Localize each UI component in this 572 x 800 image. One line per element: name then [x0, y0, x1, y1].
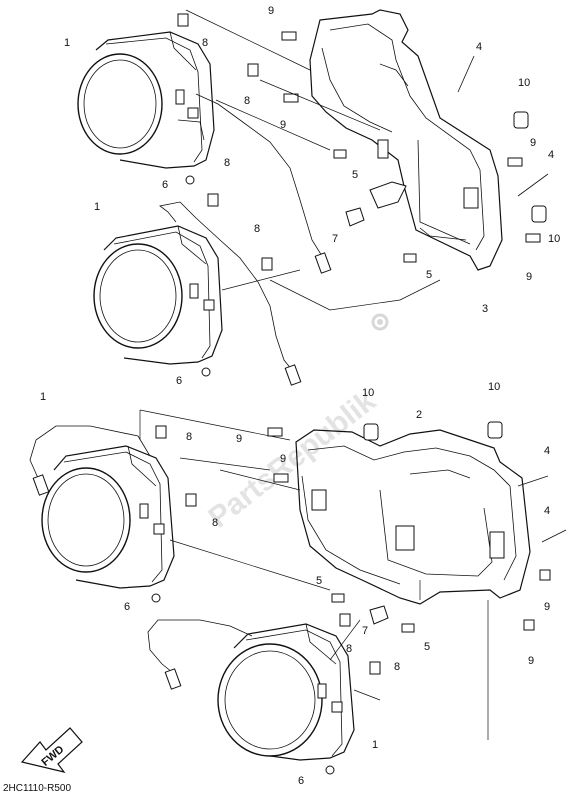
lower-headlight-bracket	[295, 429, 531, 605]
headlight-unit-lower-right	[217, 623, 355, 761]
callout-6: 6	[176, 375, 182, 387]
callout-9: 9	[544, 601, 550, 613]
callout-9: 9	[268, 5, 274, 17]
spring-icons	[331, 149, 417, 633]
watermark-gear-icon	[371, 313, 389, 331]
washer-icons	[151, 175, 335, 775]
callout-9: 9	[530, 137, 536, 149]
callout-10: 10	[548, 233, 560, 245]
callout-1: 1	[94, 201, 100, 213]
headlight-unit-upper-left	[77, 31, 215, 169]
callout-8: 8	[202, 37, 208, 49]
callout-10: 10	[362, 387, 374, 399]
callout-5: 5	[316, 575, 322, 587]
callout-7: 7	[362, 625, 368, 637]
callout-2: 2	[416, 409, 422, 421]
upper-headlight-bracket	[309, 9, 503, 271]
wire-connector	[164, 668, 182, 690]
callout-7: 7	[332, 233, 338, 245]
bolt-icons	[267, 31, 567, 631]
headlight-unit-lower-left	[41, 445, 175, 589]
callout-5: 5	[352, 169, 358, 181]
callout-8: 8	[212, 517, 218, 529]
clamp-icons	[345, 207, 389, 625]
callout-8: 8	[186, 431, 192, 443]
headlight-wire-upper-right	[159, 201, 293, 371]
callout-1: 1	[372, 739, 378, 751]
callout-9: 9	[280, 453, 286, 465]
headlight-wire-lower-right	[147, 619, 253, 673]
callout-9: 9	[280, 119, 286, 131]
wire-connector	[284, 364, 302, 386]
callout-6: 6	[162, 179, 168, 191]
grommet-icons	[363, 111, 547, 441]
callout-labels: 1 8 9 4 10 8 9 5 9 4 6 8 1 7 8 10 5 9 3 …	[40, 5, 560, 787]
callout-6: 6	[298, 775, 304, 787]
reference-lines	[139, 9, 489, 740]
callout-4: 4	[544, 445, 550, 457]
clip-nut-icons	[155, 13, 381, 675]
headlight-wire-upper-left	[195, 93, 323, 257]
callout-8: 8	[224, 157, 230, 169]
diagram-code: 2HC1110-R500	[3, 783, 72, 794]
callout-8: 8	[244, 95, 250, 107]
callout-9: 9	[528, 655, 534, 667]
callout-9: 9	[526, 271, 532, 283]
callout-4: 4	[476, 41, 482, 53]
fwd-arrow-icon: FWD	[20, 727, 83, 773]
wire-connector	[314, 252, 332, 274]
callout-5: 5	[424, 641, 430, 653]
callout-5: 5	[426, 269, 432, 281]
callout-10: 10	[488, 381, 500, 393]
callout-1: 1	[40, 391, 46, 403]
callout-6: 6	[124, 601, 130, 613]
watermark-text: PartsRepublik	[203, 384, 383, 534]
headlight-wire-lower-left	[29, 425, 151, 479]
callout-8: 8	[394, 661, 400, 673]
callout-1: 1	[64, 37, 70, 49]
callout-9: 9	[236, 433, 242, 445]
callout-8: 8	[346, 643, 352, 655]
wire-connector	[32, 474, 50, 496]
callout-4: 4	[544, 505, 550, 517]
headlight-unit-upper-right	[93, 225, 223, 365]
callout-8: 8	[254, 223, 260, 235]
callout-4: 4	[548, 149, 554, 161]
callout-10: 10	[518, 77, 530, 89]
callout-3: 3	[482, 303, 488, 315]
